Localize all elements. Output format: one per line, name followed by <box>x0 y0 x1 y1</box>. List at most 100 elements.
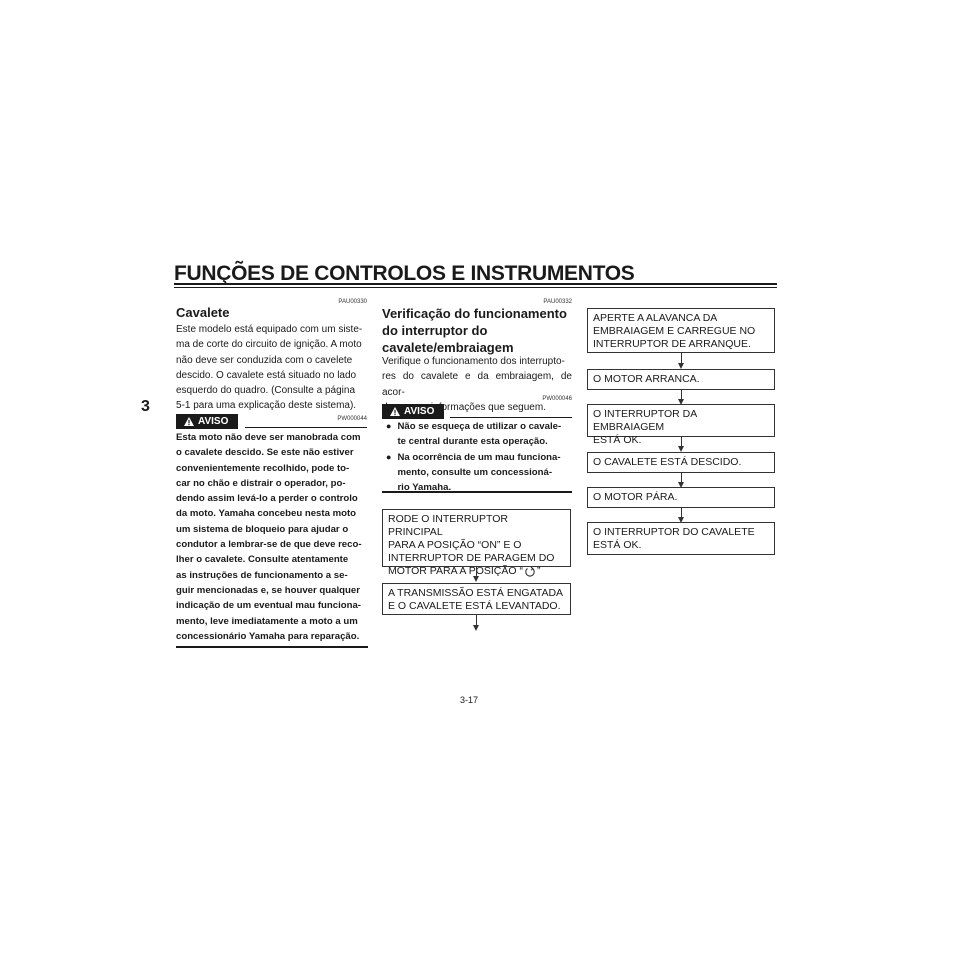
flow-arrow-icon <box>473 625 479 631</box>
warning-line: mento, leve imediatamente a moto a um <box>176 615 358 627</box>
warning-line: Esta moto não deve ser manobrada com <box>176 432 361 443</box>
flow-connector <box>476 615 477 627</box>
warning-line: indicação de um eventual mau funciona- <box>176 600 361 612</box>
section-heading: Cavalete <box>176 305 230 320</box>
heading-line: do interruptor do <box>382 323 488 338</box>
flow-connector <box>681 473 682 483</box>
flow-step-line: O INTERRUPTOR DA EMBRAIAGEM <box>593 408 697 433</box>
warning-line: Não se esqueça de utilizar o cavale- <box>397 421 562 432</box>
flow-connector <box>681 508 682 518</box>
flow-step-box: O CAVALETE ESTÁ DESCIDO. <box>587 452 775 473</box>
warning-line: te central durante esta operação. <box>397 436 548 448</box>
warning-line: as instruções de funcionamento a se- <box>176 569 348 581</box>
flow-arrow-icon <box>678 446 684 452</box>
page-title: FUNÇÕES DE CONTROLOS E INSTRUMENTOS <box>174 262 635 285</box>
section-body: Verifique o funcionamento dos interrupto… <box>382 354 572 415</box>
flow-step-line: A TRANSMISSÃO ESTÁ ENGATADA <box>388 587 564 599</box>
flow-step-line: INTERRUPTOR DE PARAGEM DO <box>388 552 555 564</box>
flow-step-box: O MOTOR ARRANCA. <box>587 369 775 390</box>
flow-step-box: O MOTOR PÁRA. <box>587 487 775 508</box>
bullet-icon: ● <box>386 421 392 431</box>
warning-ref-code: PW000046 <box>542 396 572 402</box>
section-heading: Verificação do funcionamento do interrup… <box>382 305 572 356</box>
flow-arrow-icon <box>678 399 684 405</box>
warning-bullet-item: ● Na ocorrência de um mau funciona- ment… <box>386 450 572 496</box>
warning-line: car no chão e distrair o operador, po- <box>176 477 346 489</box>
flow-step-line: ESTÁ OK. <box>593 434 642 446</box>
heading-line: cavalete/embraiagem <box>382 340 514 355</box>
warning-triangle-icon <box>184 417 194 426</box>
warning-badge: AVISO <box>176 414 238 429</box>
flow-arrow-icon <box>678 363 684 369</box>
flow-step-box: RODE O INTERRUPTOR PRINCIPAL PARA A POSI… <box>382 509 571 577</box>
warning-line: guir mencionadas e, se houver qualquer <box>176 584 360 596</box>
header-rule-thin <box>174 287 777 288</box>
flow-step-line: O INTERRUPTOR DO CAVALETE <box>593 526 755 538</box>
flow-step-line: INTERRUPTOR DE ARRANQUE. <box>593 338 751 350</box>
warning-line: lher o cavalete. Consulte atentamente <box>176 554 349 566</box>
flow-step-line: EMBRAIAGEM E CARREGUE NO <box>593 325 756 337</box>
flow-step-line: RODE O INTERRUPTOR PRINCIPAL <box>388 513 508 538</box>
warning-badge: AVISO <box>382 404 444 419</box>
flow-step-text: ” <box>536 565 541 577</box>
warning-top-rule <box>245 427 367 428</box>
section-ref-code: PAU00332 <box>543 299 572 305</box>
body-line: 5-1 para uma explicação deste sistema). <box>176 400 357 412</box>
flow-step-text: MOTOR PARA A POSIÇÃO “ <box>388 565 523 577</box>
warning-top-rule <box>450 417 572 418</box>
flow-connector <box>681 390 682 400</box>
flow-arrow-icon <box>678 517 684 523</box>
flow-step-line: PARA A POSIÇÃO “ON” E O <box>388 539 522 551</box>
warning-line: o cavalete descido. Se este não estiver <box>176 447 354 459</box>
flow-step-line: E O CAVALETE ESTÁ LEVANTADO. <box>388 600 561 612</box>
warning-bottom-rule <box>176 646 368 648</box>
warning-line: mento, consulte um concessioná- <box>397 466 553 478</box>
warning-label: AVISO <box>198 416 229 427</box>
warning-triangle-icon <box>390 407 400 416</box>
warning-line: convenientemente recolhido, pode to- <box>176 462 350 474</box>
body-line: esquerdo do quadro. (Consulte a página <box>176 385 356 397</box>
warning-line: dendo assim levá-lo a perder o controlo <box>176 493 358 505</box>
flow-connector <box>681 353 682 364</box>
section-body: Este modelo está equipado com um siste- … <box>176 322 368 414</box>
warning-line: da moto. Yamaha concebeu nesta moto <box>176 508 357 520</box>
flow-step-line: O MOTOR ARRANCA. <box>593 373 700 385</box>
header-rule <box>174 283 777 285</box>
flow-connector <box>476 567 477 578</box>
warning-bottom-rule <box>382 491 572 493</box>
body-line: descido. O cavalete está situado no lado <box>176 369 357 381</box>
flow-step-box: O INTERRUPTOR DA EMBRAIAGEM ESTÁ OK. <box>587 404 775 446</box>
flow-connector <box>681 437 682 447</box>
section-ref-code: PAU00330 <box>338 299 367 305</box>
flow-step-line: O CAVALETE ESTÁ DESCIDO. <box>593 456 742 468</box>
warning-line: um sistema de bloqueio para ajudar o <box>176 523 349 535</box>
body-line: ma de corte do circuito de ignição. A mo… <box>176 339 362 351</box>
bullet-icon: ● <box>386 451 392 462</box>
chapter-tab: 3 <box>141 398 150 415</box>
flow-step-line: ESTÁ OK. <box>593 539 642 551</box>
flow-step-line: MOTOR PARA A POSIÇÃO “ ” <box>388 565 565 578</box>
engine-run-icon <box>525 566 535 576</box>
warning-bullet-item: ● Não se esqueça de utilizar o cavale- t… <box>386 419 572 450</box>
warning-bullets: ● Não se esqueça de utilizar o cavale- t… <box>386 419 572 495</box>
body-line: Verifique o funcionamento dos interrupto… <box>382 356 565 367</box>
flow-step-box: A TRANSMISSÃO ESTÁ ENGATADA E O CAVALETE… <box>382 583 571 615</box>
warning-ref-code: PW000044 <box>337 416 367 422</box>
warning-line: rio Yamaha. <box>397 482 452 494</box>
flow-step-line: O MOTOR PÁRA. <box>593 491 678 503</box>
body-line: res do cavalete e da embraiagem, de acor… <box>382 371 572 398</box>
heading-line: Verificação do funcionamento <box>382 306 567 321</box>
flow-step-line: APERTE A ALAVANCA DA <box>593 312 718 324</box>
warning-line: condutor a lembrar-se de que deve reco- <box>176 539 362 551</box>
warning-line: Na ocorrência de um mau funciona- <box>397 451 561 463</box>
flow-step-box: O INTERRUPTOR DO CAVALETE ESTÁ OK. <box>587 522 775 555</box>
body-line: do com as informações que seguem. <box>382 401 546 413</box>
warning-label: AVISO <box>404 406 435 417</box>
flow-arrow-icon <box>678 482 684 488</box>
warning-line: concessionário Yamaha para reparação. <box>176 630 360 642</box>
flow-step-box: APERTE A ALAVANCA DA EMBRAIAGEM E CARREG… <box>587 308 775 353</box>
body-line: Este modelo está equipado com um siste- <box>176 324 363 335</box>
flow-arrow-icon <box>473 576 479 582</box>
warning-body: Esta moto não deve ser manobrada com o c… <box>176 430 368 644</box>
